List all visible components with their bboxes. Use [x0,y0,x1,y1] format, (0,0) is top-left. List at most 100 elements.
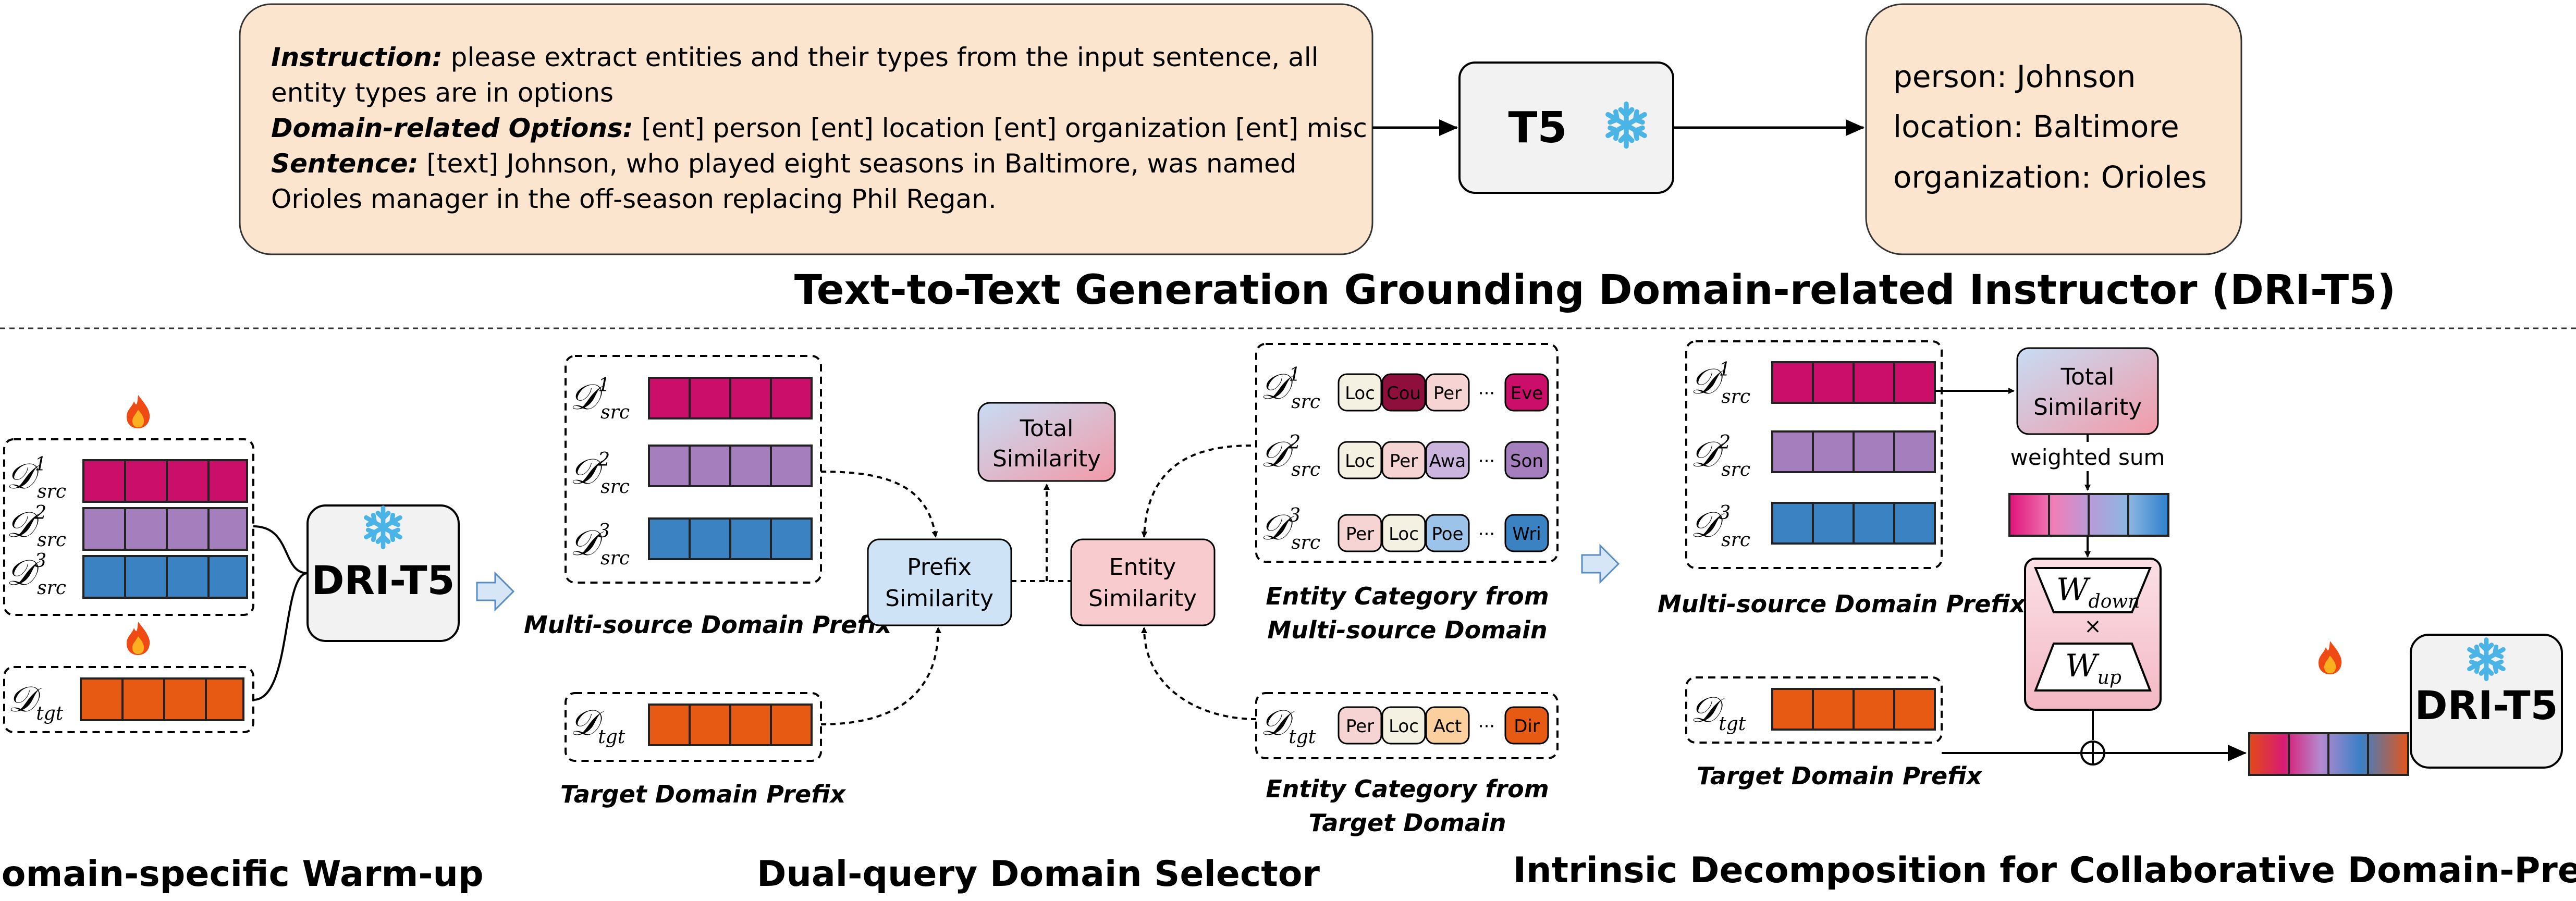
domain-sup: 3 [1719,502,1731,524]
domain-sub: tgt [1289,726,1316,748]
selector-connectors [820,445,1257,725]
warmup-source-group [3,438,254,616]
w-down-symbol: W [2056,572,2091,608]
selector-source-group [565,355,822,584]
entity-chip: Awa [1429,451,1466,472]
decomp-tgt-label: 𝒟tgt [1690,689,1746,735]
entity-chip: Loc [1389,716,1419,737]
entity-chip: Per [1346,524,1374,545]
instruction-line-2: entity types are in options [271,78,614,108]
warmup-tgt-prefix [80,677,244,721]
entity-target-caption-line-1: Entity Category from [1266,775,1549,803]
domain-sub: src [1291,459,1320,480]
output-line-2: location: Baltimore [1893,109,2179,144]
selector-multi-prefix-caption: Multi-source Domain Prefix [524,611,892,639]
domain-sup: 1 [1289,364,1301,386]
domain-sup: 1 [598,375,610,396]
domain-sub: tgt [1719,713,1746,735]
entity-ellipsis: ··· [1478,524,1495,545]
entity-tgt-row: Per Loc Act ··· Dir [1338,706,1549,745]
domain-sup: 1 [34,454,46,475]
w-down-trapezoid [2034,567,2152,613]
entity-chip: Act [1433,716,1462,737]
entity-source-group [1255,343,1559,563]
warmup-connector-source [253,525,308,574]
entity-similarity-line-2: Similarity [1088,585,1197,612]
output-line-1: person: Johnson [1893,59,2136,94]
selector-tgt-label: 𝒟tgt [570,702,625,748]
prefix-similarity-line-2: Similarity [885,585,993,612]
entity-chip: Per [1433,383,1462,404]
entity-chip: Son [1510,451,1543,472]
sentence-line-1: Sentence: [text] Johnson, who played eig… [271,149,1297,179]
fire-icon [127,622,150,655]
domain-sup: 2 [1718,432,1731,453]
entity-chip: Dir [1514,716,1540,737]
decomp-caption: Intrinsic Decomposition for Collaborativ… [1513,850,2576,891]
selector-total-similarity [977,402,1116,482]
entity-chip: Cou [1387,383,1421,404]
entity-similarity-line-1: Entity [1109,554,1176,581]
instruction-label: Instruction: [271,42,443,72]
domain-sub: src [37,577,66,599]
entity-chip: Wri [1512,524,1541,545]
entity-target-group [1255,692,1559,759]
total-similarity-line-2: Similarity [992,446,1101,472]
domain-sub: src [1721,459,1750,480]
decomp-multi-prefix-caption: Multi-source Domain Prefix [1658,590,2026,618]
domain-sub: src [1721,386,1750,408]
fire-icon [127,395,150,428]
domain-sub: src [600,402,630,423]
domain-sub: src [600,548,630,569]
entity-chip: Poe [1431,524,1463,545]
instruction-text: please extract entities and their types … [443,42,1319,72]
domain-sup: 3 [1289,505,1301,526]
warmup-src2-prefix [82,507,248,551]
entity-src3-row: Per Loc Poe ··· Wri [1338,514,1549,552]
decomp-src2-prefix [1771,430,1936,473]
warmup-tgt-label: 𝒟tgt [8,679,64,724]
fire-icon [2319,641,2342,674]
domain-sub: src [1721,529,1750,551]
decomp-tgt-prefix [1771,688,1936,731]
sentence-line-2: Orioles manager in the off-season replac… [271,184,997,214]
top-title: Text-to-Text Generation Grounding Domain… [794,267,2396,314]
w-down-subscript: down [2089,591,2140,612]
decomp-total-similarity [2016,347,2159,435]
domain-sub: src [1291,532,1320,553]
output-box [1865,3,2242,255]
total-similarity-line-1: Total [1020,415,1074,442]
decomp-total-similarity-line-2: Similarity [2033,394,2142,421]
domain-sup: 2 [1288,432,1301,453]
weighted-sum-label: weighted sum [2010,445,2165,470]
selector-src2-prefix [648,445,813,487]
entity-multi-caption-line-2: Multi-source Domain [1267,616,1547,644]
selector-src1-prefix [648,377,813,419]
selector-tgt-prefix [648,703,813,746]
warmup-connector-target [253,572,308,701]
sentence-text: [text] Johnson, who played eight seasons… [418,149,1296,179]
selector-target-prefix-caption: Target Domain Prefix [560,780,846,808]
entity-chip: Eve [1511,383,1543,404]
domain-sup: 2 [597,449,610,471]
warmup-model-label: DRI-T5 [312,557,455,603]
w-up-subscript: up [2097,667,2121,688]
w-up-trapezoid [2034,643,2152,692]
decomp-target-prefix-caption: Target Domain Prefix [1697,762,1982,790]
selector-caption: Dual-query Domain Selector [757,854,1320,895]
weighted-sum-bg [2004,442,2171,471]
entity-multi-caption-line-1: Entity Category from [1266,582,1549,610]
prefix-similarity-line-1: Prefix [907,554,972,581]
entity-ellipsis: ··· [1478,451,1495,472]
